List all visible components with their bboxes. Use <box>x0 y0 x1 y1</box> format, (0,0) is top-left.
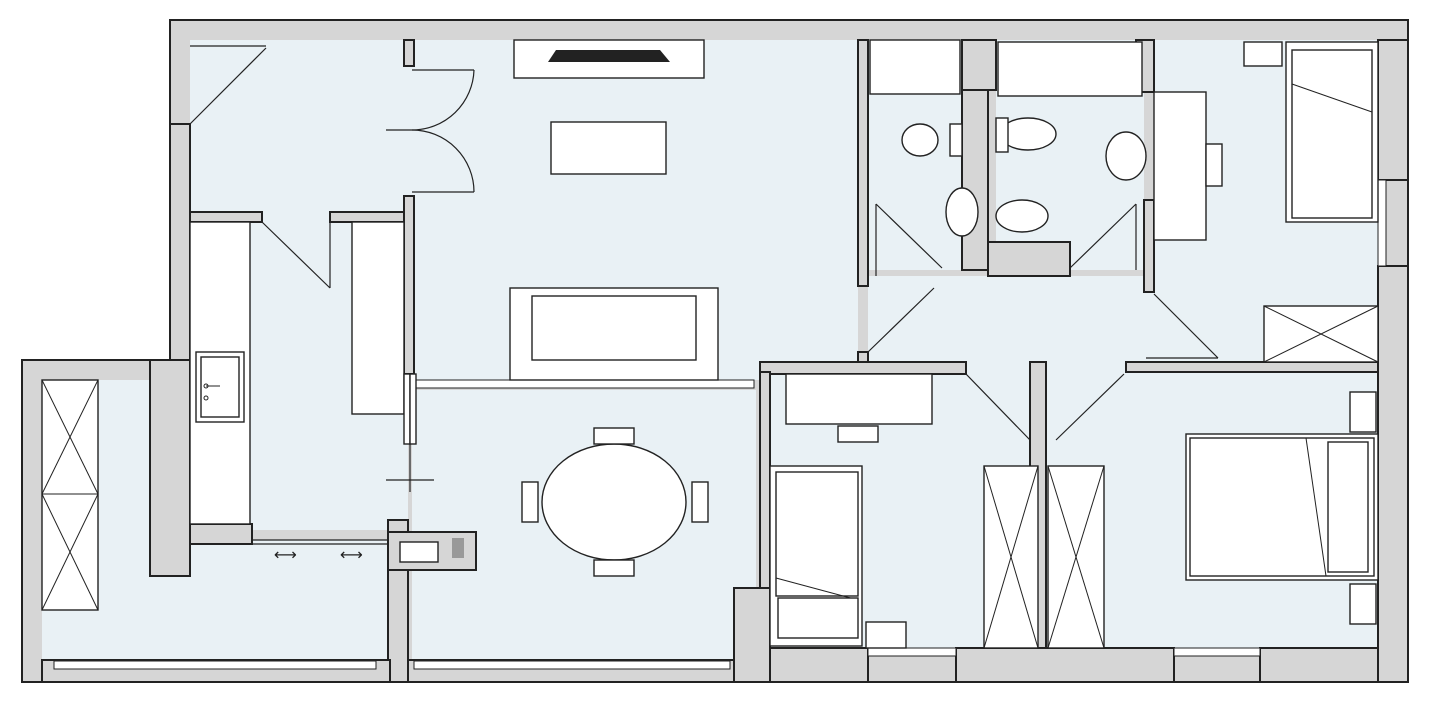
window-east <box>1377 179 1387 267</box>
washbasin-1 <box>945 187 979 237</box>
fireplace <box>513 39 705 79</box>
bedroom-ne-furniture <box>1153 41 1379 363</box>
window-south-3 <box>867 647 957 657</box>
kitchen-counter <box>189 221 251 525</box>
nightstand-master-bottom <box>1349 583 1377 625</box>
window-south-2 <box>413 660 731 670</box>
room-hallway <box>868 276 1158 376</box>
window-south-1 <box>53 660 377 670</box>
window-south-4 <box>1173 647 1261 657</box>
nightstand-master-top <box>1349 391 1377 433</box>
shaft <box>399 538 464 563</box>
washbasin-2 <box>1105 131 1147 181</box>
kitchen-door <box>261 221 331 289</box>
bedroom-small-furniture <box>769 373 1039 649</box>
toilet-1 <box>901 123 939 157</box>
balcony-storage <box>41 379 99 611</box>
dining-chair-left <box>521 481 539 523</box>
dining-chair-top <box>593 427 635 445</box>
nightstand-small <box>865 621 907 649</box>
shower-tray-1 <box>869 39 961 95</box>
desk-ne <box>1153 91 1207 241</box>
entrance-door <box>189 45 267 125</box>
dining-chair-bottom <box>593 559 635 577</box>
bidet <box>995 199 1049 233</box>
bathtub <box>997 41 1143 97</box>
nightstand-ne <box>1243 41 1283 67</box>
double-door-living <box>386 69 475 193</box>
bedroom-master-furniture <box>1047 391 1379 649</box>
kitchen-island <box>351 221 405 415</box>
sliding-door-corridor: ⟷ ⟷ <box>252 539 388 564</box>
window-dining-top <box>413 379 755 389</box>
sliding-symbol-1: ⟷ <box>274 545 297 564</box>
fireplace-icon <box>548 50 670 62</box>
sofa <box>509 287 719 381</box>
dining-chair-right <box>691 481 709 523</box>
coffee-table <box>550 121 667 175</box>
outer-wall-outline <box>21 19 1409 683</box>
windows <box>53 179 1387 670</box>
dining-table <box>521 427 709 577</box>
bathroom-fixtures <box>995 41 1147 270</box>
desk-small <box>785 373 933 425</box>
hallway-doors <box>867 287 1219 441</box>
sliding-door-kitchen <box>386 373 434 492</box>
chair-small <box>837 425 879 443</box>
sliding-symbol-2: ⟷ <box>340 545 363 564</box>
chair-ne <box>1205 143 1223 187</box>
wc-1-fixtures <box>869 39 979 276</box>
